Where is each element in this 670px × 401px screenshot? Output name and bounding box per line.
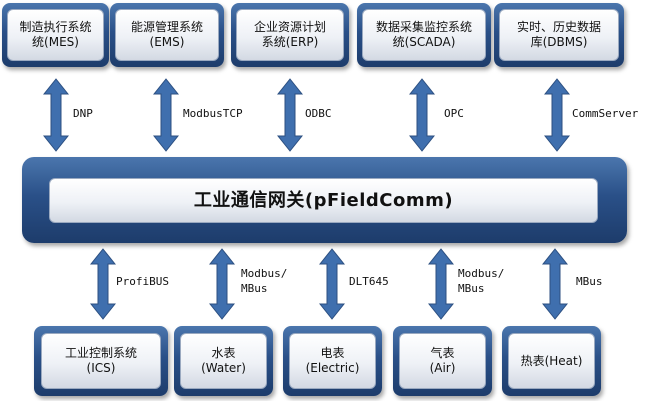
device-electric-line1: 电表 — [320, 346, 345, 360]
device-heat-panel: 热表(Heat) — [502, 326, 601, 396]
system-scada-line2: 统(SCADA) — [392, 35, 456, 49]
arrow-ems-gateway — [153, 78, 179, 152]
arrow-mes-gateway — [43, 78, 69, 152]
system-dbms-line2: 库(DBMS) — [530, 35, 588, 49]
system-ems[interactable]: 能源管理系统 (EMS) — [115, 9, 219, 61]
device-air-line2: (Air) — [429, 361, 456, 375]
system-ems-line1: 能源管理系统 — [130, 20, 203, 34]
system-scada[interactable]: 数据采集监控系统 统(SCADA) — [362, 9, 486, 61]
system-scada-line1: 数据采集监控系统 — [375, 20, 472, 34]
system-ems-panel: 能源管理系统 (EMS) — [110, 3, 224, 67]
device-heat-line1: 热表(Heat) — [520, 353, 583, 368]
protocol-modbus-mbus-water-2: MBus — [241, 282, 268, 295]
protocol-modbus-mbus-air-1: Modbus/ — [458, 267, 505, 280]
device-water[interactable]: 水表 (Water) — [180, 333, 267, 389]
system-erp-line2: 系统(ERP) — [261, 35, 319, 49]
system-mes-panel: 制造执行系统 统(MES) — [2, 3, 109, 67]
arrow-gateway-heat — [542, 248, 568, 320]
device-air-line1: 气表 — [430, 346, 455, 360]
device-electric[interactable]: 电表 (Electric) — [289, 333, 376, 389]
protocol-commserver: CommServer — [572, 107, 639, 120]
arrow-erp-gateway — [277, 78, 303, 152]
protocol-dnp: DNP — [73, 107, 93, 120]
system-dbms[interactable]: 实时、历史数据 库(DBMS) — [499, 9, 619, 61]
system-scada-panel: 数据采集监控系统 统(SCADA) — [357, 3, 491, 67]
system-mes[interactable]: 制造执行系统 统(MES) — [7, 9, 104, 61]
arrow-dbms-gateway — [544, 78, 570, 152]
device-air-panel: 气表 (Air) — [393, 326, 492, 396]
system-erp-line1: 企业资源计划 — [253, 20, 326, 34]
arrow-scada-gateway — [409, 78, 435, 152]
device-heat[interactable]: 热表(Heat) — [508, 333, 595, 389]
device-ics-line2: (ICS) — [86, 361, 116, 375]
protocol-mbus: MBus — [576, 275, 603, 288]
protocol-opc: OPC — [444, 107, 464, 120]
arrow-gateway-air — [428, 248, 454, 320]
system-mes-line2: 统(MES) — [32, 35, 79, 49]
arrow-gateway-water — [209, 248, 235, 320]
device-water-panel: 水表 (Water) — [174, 326, 273, 396]
system-erp-panel: 企业资源计划 系统(ERP) — [231, 3, 349, 67]
device-water-line1: 水表 — [211, 346, 236, 360]
gateway[interactable]: 工业通信网关(pFieldComm) — [49, 178, 598, 223]
system-dbms-panel: 实时、历史数据 库(DBMS) — [494, 3, 624, 67]
gateway-title: 工业通信网关(pFieldComm) — [193, 190, 454, 211]
system-dbms-line1: 实时、历史数据 — [516, 20, 601, 34]
device-ics-line1: 工业控制系统 — [64, 346, 137, 360]
system-ems-line2: (EMS) — [149, 35, 185, 49]
system-mes-line1: 制造执行系统 — [19, 20, 92, 34]
protocol-odbc: ODBC — [305, 107, 332, 120]
device-electric-panel: 电表 (Electric) — [283, 326, 382, 396]
device-air[interactable]: 气表 (Air) — [399, 333, 486, 389]
protocol-modbus-mbus-water-1: Modbus/ — [241, 267, 288, 280]
protocol-profibus: ProfiBUS — [116, 275, 169, 288]
arrow-gateway-electric — [319, 248, 345, 320]
device-ics[interactable]: 工业控制系统 (ICS) — [41, 333, 161, 389]
system-erp[interactable]: 企业资源计划 系统(ERP) — [236, 9, 344, 61]
device-water-line2: (Water) — [201, 361, 246, 375]
protocol-dlt645: DLT645 — [349, 275, 389, 288]
device-electric-line2: (Electric) — [305, 361, 360, 375]
protocol-modbustcp: ModbusTCP — [183, 107, 243, 120]
protocol-modbus-mbus-air-2: MBus — [458, 282, 485, 295]
arrow-gateway-ics — [90, 248, 116, 320]
device-ics-panel: 工业控制系统 (ICS) — [34, 326, 168, 396]
gateway-panel: 工业通信网关(pFieldComm) — [22, 157, 627, 243]
